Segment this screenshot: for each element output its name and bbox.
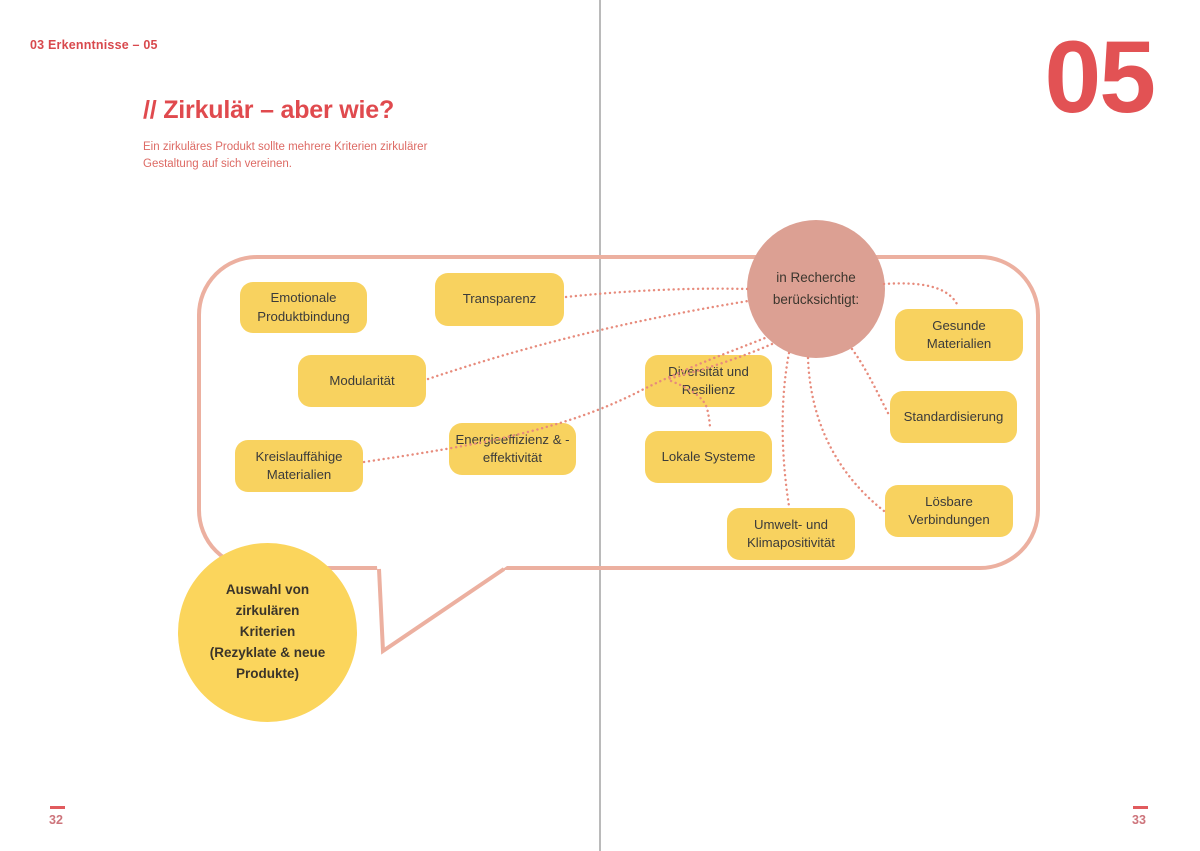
speech-bubble-outline <box>197 255 1040 570</box>
page-title: // Zirkulär – aber wie? <box>143 96 395 124</box>
selection-circle: Auswahl von zirkulären Kriterien (Rezykl… <box>178 543 357 722</box>
page-number-dash-left <box>50 806 65 809</box>
criteria-box-loesbare-verbindungen: Lösbare Verbindungen <box>885 485 1013 537</box>
criteria-box-energieeffizienz: Energieeffizienz & - effektivität <box>449 423 576 475</box>
criteria-box-standardisierung: Standardisierung <box>890 391 1017 443</box>
criteria-box-umwelt-klimapositivitaet: Umwelt- und Klimapositivität <box>727 508 855 560</box>
criteria-box-transparenz: Transparenz <box>435 273 564 326</box>
criteria-box-emotionale-produktbindung: Emotionale Produktbindung <box>240 282 367 333</box>
chapter-number: 05 <box>1044 20 1156 134</box>
page-number-left: 32 <box>49 813 63 827</box>
section-header-label: 03 Erkenntnisse – 05 <box>30 38 158 52</box>
research-circle: in Recherche berücksichtigt: <box>747 220 885 358</box>
page-subtitle: Ein zirkuläres Produkt sollte mehrere Kr… <box>143 141 428 171</box>
criteria-box-diversitaet-resilienz: Diversität und Resilienz <box>645 355 772 407</box>
criteria-box-lokale-systeme: Lokale Systeme <box>645 431 772 483</box>
criteria-box-kreislauffaehige-materialien: Kreislauffähige Materialien <box>235 440 363 492</box>
page-number-right: 33 <box>1132 813 1146 827</box>
criteria-box-gesunde-materialien: Gesunde Materialien <box>895 309 1023 361</box>
criteria-box-modularitaet: Modularität <box>298 355 426 407</box>
speech-bubble-tail <box>377 567 506 655</box>
page-number-dash-right <box>1133 806 1148 809</box>
